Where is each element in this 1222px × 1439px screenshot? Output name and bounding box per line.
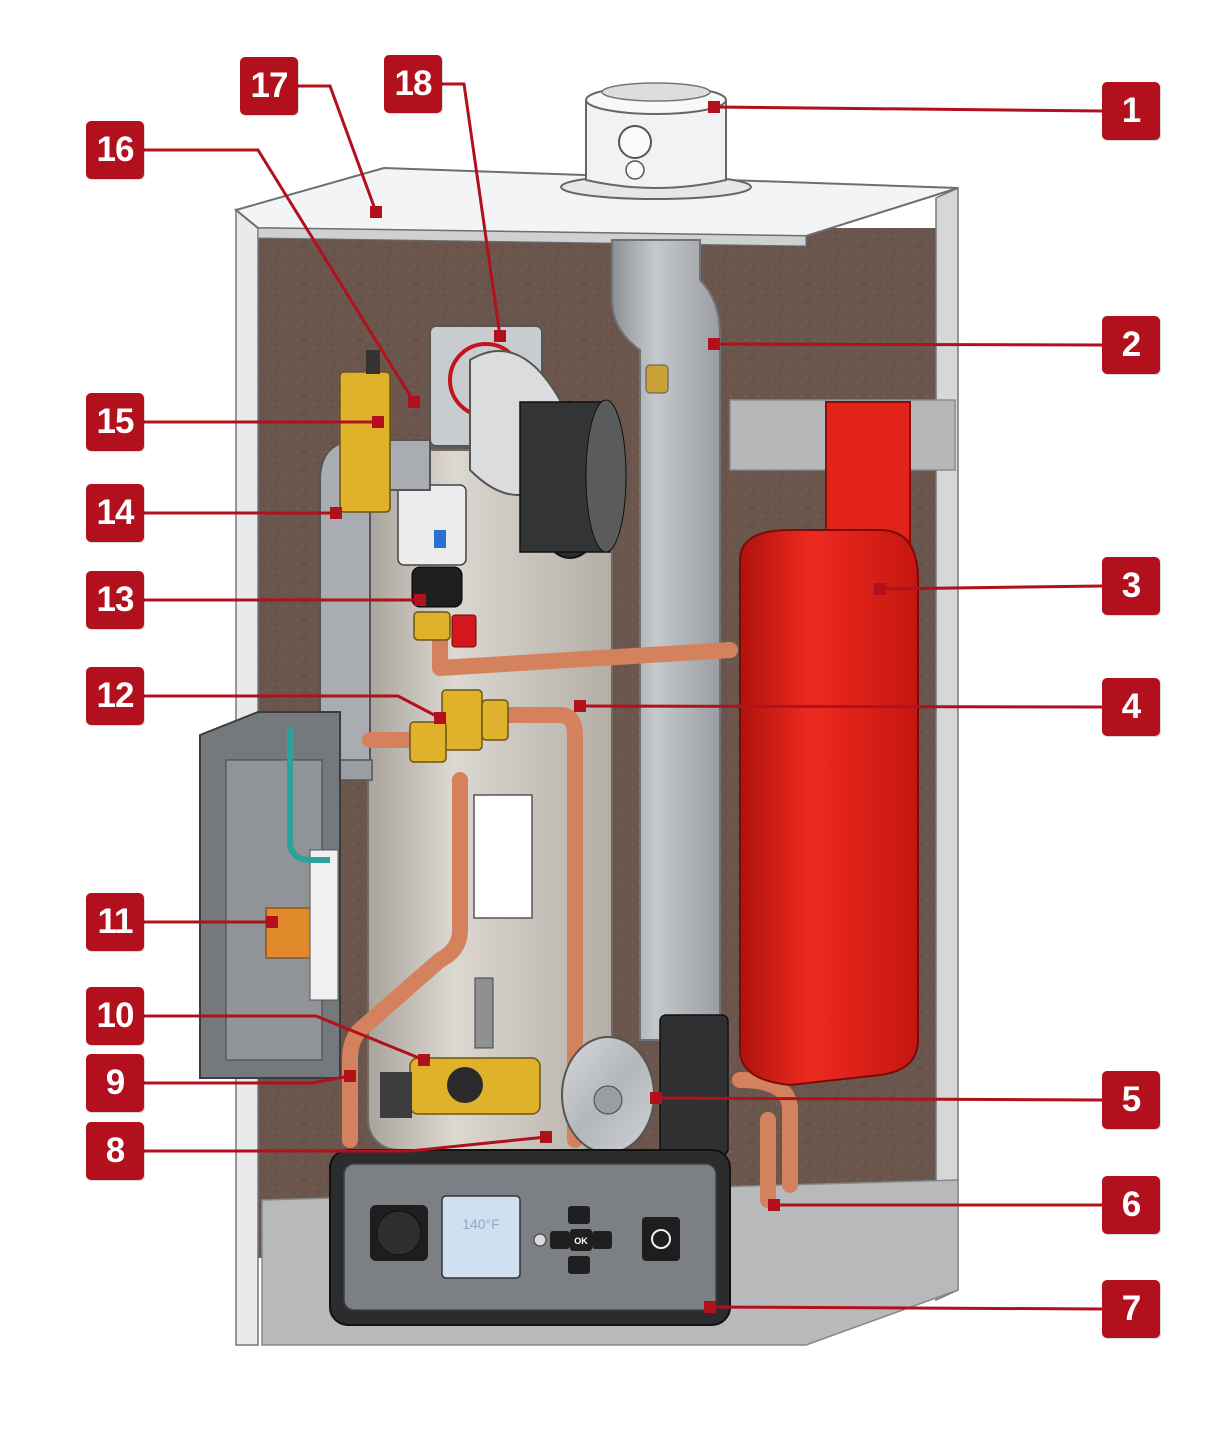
leader-9 bbox=[144, 1074, 351, 1085]
callout-14: 14 bbox=[86, 484, 144, 542]
ok-button-label: OK bbox=[574, 1236, 588, 1246]
leader-5 bbox=[655, 1096, 1103, 1102]
callout-4: 4 bbox=[1102, 678, 1160, 736]
leader-2 bbox=[713, 342, 1103, 347]
on-off-button[interactable] bbox=[642, 1217, 680, 1261]
callout-1: 1 bbox=[1102, 82, 1160, 140]
leader-endpoints bbox=[266, 101, 886, 1313]
callout-5: 5 bbox=[1102, 1071, 1160, 1129]
brass-fittings bbox=[409, 611, 509, 763]
leader-3 bbox=[879, 584, 1103, 591]
control-panel bbox=[329, 1149, 731, 1326]
callout-12: 12 bbox=[86, 667, 144, 725]
callout-7: 7 bbox=[1102, 1280, 1160, 1338]
leader-17 bbox=[298, 84, 378, 213]
auto-air-vent bbox=[339, 350, 391, 513]
leader-7 bbox=[709, 1305, 1103, 1311]
leader-12 bbox=[144, 694, 441, 720]
callout-3: 3 bbox=[1102, 557, 1160, 615]
callout-11: 11 bbox=[86, 893, 144, 951]
callout-2: 2 bbox=[1102, 316, 1160, 374]
expansion-vessel bbox=[739, 401, 919, 1087]
blower-fan bbox=[429, 325, 627, 559]
callout-10: 10 bbox=[86, 987, 144, 1045]
up-button[interactable] bbox=[568, 1206, 590, 1224]
leader-18 bbox=[442, 82, 502, 337]
flue-adapter bbox=[560, 82, 752, 200]
left-button[interactable] bbox=[550, 1231, 570, 1249]
callout-16: 16 bbox=[86, 121, 144, 179]
control-board bbox=[199, 711, 341, 1079]
leader-8 bbox=[144, 1135, 547, 1153]
display-temperature: 140°F bbox=[462, 1216, 500, 1232]
leader-10 bbox=[144, 1014, 425, 1062]
cabinet-top-cover bbox=[233, 166, 959, 238]
callout-18: 18 bbox=[384, 55, 442, 113]
circulator-pump bbox=[561, 1014, 729, 1156]
cabinet-right-side bbox=[935, 186, 959, 1302]
callout-17: 17 bbox=[240, 57, 298, 115]
right-button[interactable] bbox=[592, 1231, 612, 1249]
leader-1 bbox=[713, 105, 1103, 113]
control-display bbox=[441, 1195, 521, 1279]
leader-16 bbox=[144, 148, 416, 403]
diverter-valve bbox=[380, 1057, 541, 1118]
leader-4 bbox=[579, 704, 1103, 709]
down-button[interactable] bbox=[568, 1256, 590, 1274]
ok-button[interactable] bbox=[570, 1229, 592, 1251]
tank-label-sticker bbox=[473, 794, 533, 919]
callout-8: 8 bbox=[86, 1122, 144, 1180]
leader-lines bbox=[144, 82, 1103, 1311]
callout-13: 13 bbox=[86, 571, 144, 629]
gas-valve bbox=[397, 484, 467, 608]
copper-piping bbox=[342, 627, 798, 1208]
callout-15: 15 bbox=[86, 393, 144, 451]
callout-9: 9 bbox=[86, 1054, 144, 1112]
callout-6: 6 bbox=[1102, 1176, 1160, 1234]
